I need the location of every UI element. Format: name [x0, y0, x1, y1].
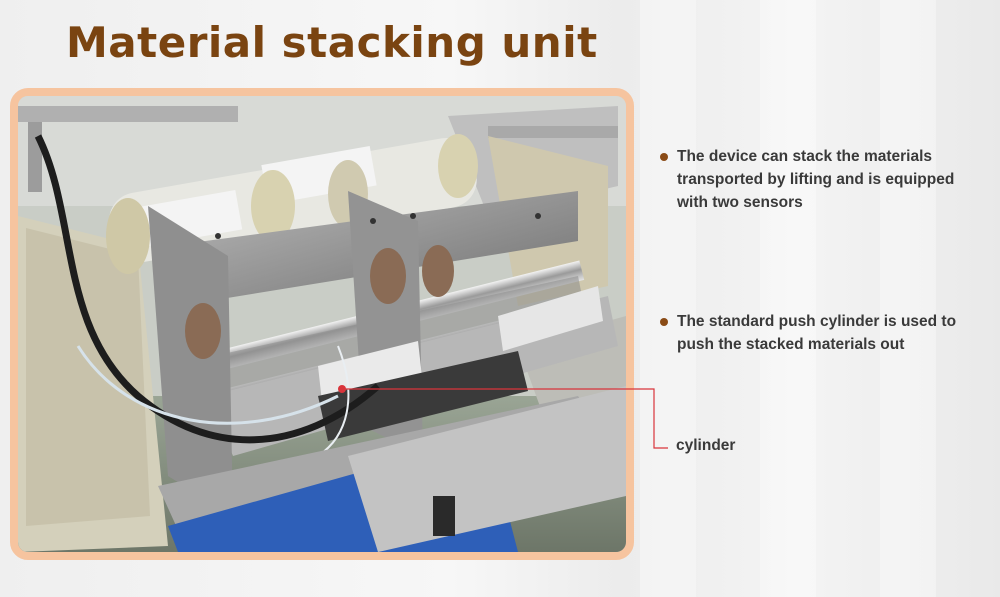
bullet-dot-icon: [660, 317, 668, 326]
machine-photo: [18, 96, 626, 552]
background-stripe: [880, 0, 936, 597]
bullet-text: The device can stack the materials trans…: [677, 148, 955, 211]
bullet-dot-icon: [660, 152, 668, 161]
bullet-item: The standard push cylinder is used to pu…: [660, 310, 977, 356]
bullet-item: The device can stack the materials trans…: [660, 145, 977, 214]
background-stripe: [760, 0, 816, 597]
background-stripe: [640, 0, 696, 597]
page-title: Material stacking unit: [66, 18, 598, 67]
callout-label: cylinder: [676, 437, 736, 454]
bullet-text: The standard push cylinder is used to pu…: [677, 313, 957, 353]
photo-frame: [10, 88, 634, 560]
